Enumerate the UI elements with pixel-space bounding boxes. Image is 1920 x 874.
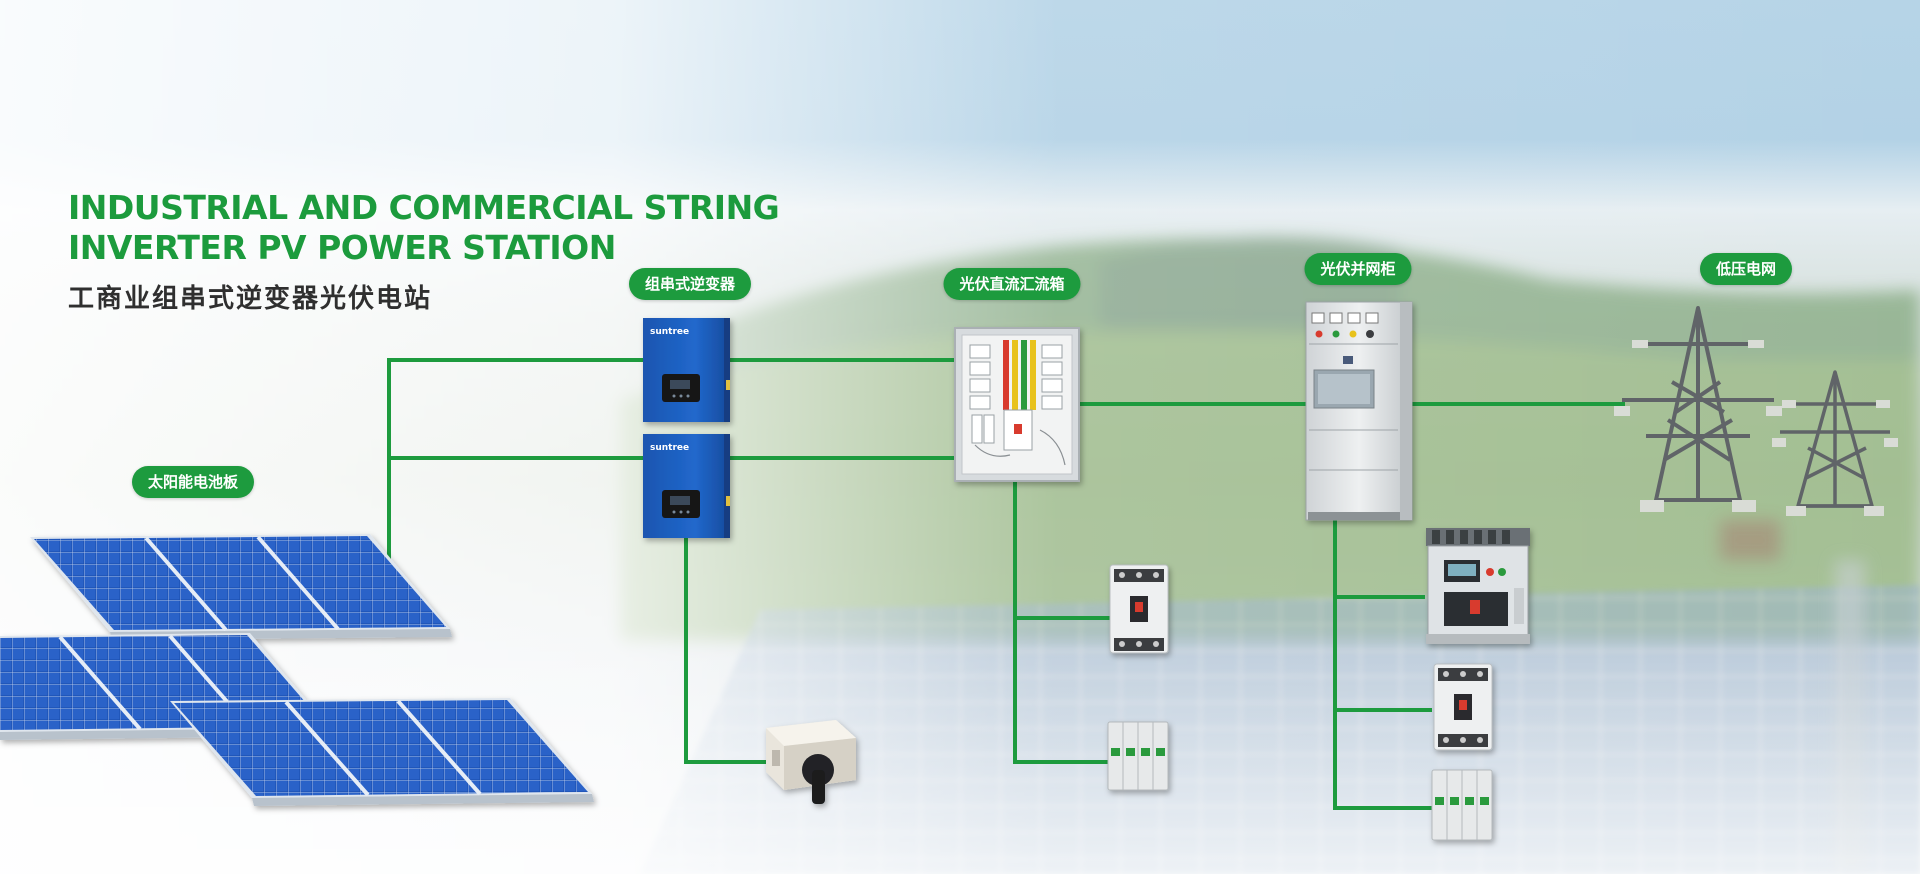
string-inverter-group: suntree suntree bbox=[643, 318, 730, 538]
string-inverter-device: suntree bbox=[643, 434, 730, 538]
surge-protector bbox=[1107, 721, 1169, 791]
tower-insulators bbox=[1772, 400, 1898, 516]
molded-case-circuit-breaker bbox=[1433, 663, 1493, 751]
molded-case-circuit-breaker bbox=[1109, 564, 1169, 654]
string-inverter-device: suntree bbox=[643, 318, 730, 422]
air-circuit-breaker bbox=[1426, 528, 1530, 644]
inverter-brand-logo: suntree bbox=[650, 327, 689, 337]
transmission-tower bbox=[1622, 306, 1774, 502]
transmission-tower bbox=[1780, 370, 1890, 508]
label-solar-panel: 太阳能电池板 bbox=[131, 466, 255, 498]
tower-insulators bbox=[1614, 340, 1782, 512]
label-dc-combiner-box: 光伏直流汇流箱 bbox=[943, 268, 1081, 300]
dc-combiner-box bbox=[954, 327, 1080, 482]
solar-panel bbox=[170, 698, 594, 806]
surge-protector bbox=[1431, 769, 1493, 841]
inverter-brand-logo: suntree bbox=[650, 443, 689, 453]
grid-connection-cabinet bbox=[1305, 301, 1413, 521]
rotary-isolator-switch bbox=[766, 720, 856, 804]
solar-panel-array bbox=[0, 534, 594, 806]
title-cn: 工商业组串式逆变器光伏电站 bbox=[68, 284, 433, 314]
solar-panel bbox=[30, 534, 452, 640]
label-low-voltage-grid: 低压电网 bbox=[1699, 253, 1793, 285]
title-en: INDUSTRIAL AND COMMERCIAL STRING INVERTE… bbox=[68, 188, 780, 267]
label-string-inverter: 组串式逆变器 bbox=[628, 268, 752, 300]
connection-lines bbox=[387, 358, 1625, 810]
label-grid-cabinet: 光伏并网柜 bbox=[1304, 253, 1412, 285]
